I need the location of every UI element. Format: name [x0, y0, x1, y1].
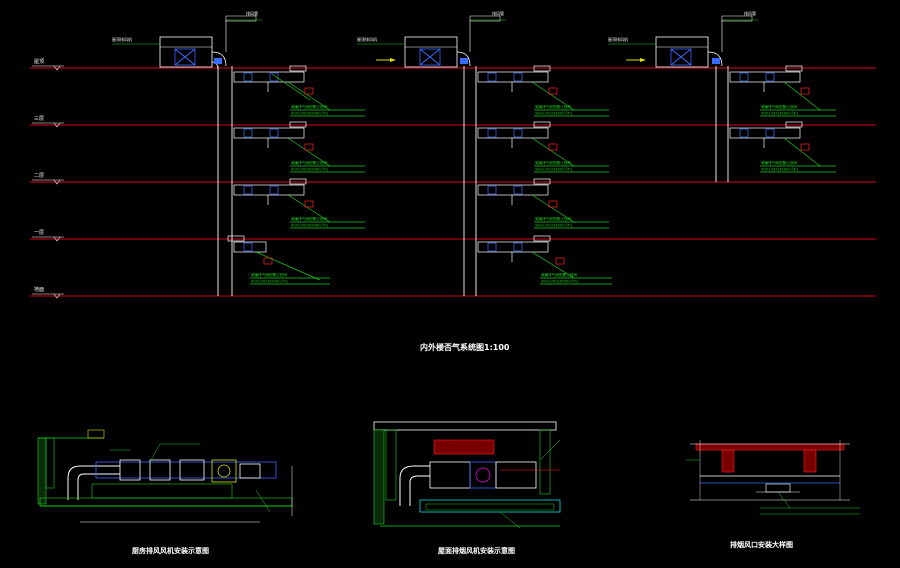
- branch-note: 威廉排气扇配置止回阀: [291, 160, 327, 165]
- branch-note: 威廉排气扇配置止回阀: [541, 272, 577, 277]
- riser-system-2: 屋顶排风机 排风管: [357, 10, 506, 296]
- floor-marker-ground: 地面: [32, 286, 64, 299]
- fan-label: 屋顶排风机: [112, 36, 132, 42]
- detail-roof-smoke-fan: 屋面排烟风机安装示意图: [373, 421, 561, 555]
- detail-smoke-outlet: 排烟风口安装大样图: [686, 440, 860, 549]
- branch-note: 威廉排气扇配置止回阀: [761, 160, 797, 165]
- floor-label-group: 屋顶 三层 二层 一层 地面: [32, 59, 64, 299]
- floor-label: 屋顶: [34, 59, 44, 65]
- floor-label: 二层: [34, 173, 44, 179]
- detail-title: 屋面排烟风机安装示意图: [438, 546, 515, 555]
- fan-icon: [217, 464, 231, 478]
- branch-1f: 威廉排气扇配置止回阀 900×250(3500m³/h): [477, 235, 612, 285]
- floor-label: 一层: [34, 230, 44, 236]
- branch-note: 900×250(3500m³/h): [761, 112, 799, 116]
- detail-kitchen-fan: 厨房排风风机安装示意图: [37, 429, 293, 555]
- branch-roof: 威廉排气扇配置止回阀 900×250(3500m³/h): [477, 65, 609, 117]
- branch-note: 900×250(3500m³/h): [291, 112, 329, 116]
- floor-marker-2: 二层: [32, 173, 64, 185]
- branch-note: 900×250(3500m³/h): [251, 280, 289, 284]
- floor-marker-3: 三层: [32, 116, 64, 128]
- branch-note: 900×250(3500m³/h): [535, 112, 573, 116]
- detail-title: 厨房排风风机安装示意图: [132, 546, 209, 555]
- floor-marker-roof: 屋顶: [32, 59, 64, 71]
- fan-icon: [475, 467, 491, 483]
- floor-marker-1: 一层: [32, 230, 64, 242]
- riser-2-branches: 威廉排气扇配置止回阀 900×250(3500m³/h) 威廉排气扇配置止回阀 …: [477, 65, 612, 285]
- branch-note: 900×250(3500m³/h): [535, 168, 573, 172]
- branch-1f: 威廉排气扇配置止回阀 900×250(3500m³/h): [227, 235, 330, 285]
- branch-2f: 威廉排气扇配置止回阀 900×250(3500m³/h): [233, 178, 365, 229]
- branch-note: 威廉排气扇配置止回阀: [291, 216, 327, 221]
- branch-note: 威廉排气扇配置止回阀: [535, 160, 571, 165]
- branch-2f: 威廉排气扇配置止回阀 900×250(3500m³/h): [477, 178, 609, 229]
- fan-icon: [670, 48, 692, 66]
- riser-3-branches: 威廉排气扇配置止回阀 900×250(3500m³/h) 威廉排气扇配置止回阀 …: [729, 65, 836, 173]
- branch-3f: 威廉排气扇配置止回阀 900×250(3500m³/h): [477, 121, 609, 173]
- branch-3f: 威廉排气扇配置止回阀 900×250(3500m³/h): [233, 121, 365, 173]
- branch-note: 900×250(3500m³/h): [291, 168, 329, 172]
- floor-lines: [30, 67, 876, 297]
- branch-note: 威廉排气扇配置止回阀: [535, 104, 571, 109]
- branch-note: 威廉排气扇配置止回阀: [251, 272, 287, 277]
- branch-note: 威廉排气扇配置止回阀: [761, 104, 797, 109]
- branch-3f: 威廉排气扇配置止回阀 900×250(3500m³/h): [729, 121, 836, 173]
- riser-system-3: 屋顶排风机 排风管: [608, 10, 758, 182]
- branch-roof: 威廉排气扇配置止回阀 900×250(3500m³/h): [233, 65, 365, 117]
- branch-note: 900×250(3500m³/h): [535, 224, 573, 228]
- main-title: 内外楼否气系统图1:100: [420, 342, 510, 352]
- fan-label: 屋顶排风机: [608, 36, 628, 42]
- detail-title: 排烟风口安装大样图: [730, 540, 793, 549]
- branch-note: 900×250(3500m³/h): [541, 280, 579, 284]
- riser-top-label: 排风管: [246, 10, 258, 16]
- floor-label: 地面: [34, 286, 44, 293]
- fan-icon: [174, 48, 196, 66]
- riser-top-label: 排风管: [492, 10, 504, 16]
- riser-1-branches: 威廉排气扇配置止回阀 900×250(3500m³/h) 威廉排气扇配置止回阀 …: [227, 65, 365, 285]
- fan-label: 屋顶排风机: [357, 36, 377, 42]
- riser-system-1: 屋顶排风机 排风管: [112, 10, 262, 296]
- branch-roof: 威廉排气扇配置止回阀 900×250(3500m³/h): [729, 65, 836, 117]
- branch-note: 威廉排气扇配置止回阀: [291, 104, 327, 109]
- floor-label: 三层: [34, 116, 44, 122]
- branch-note: 威廉排气扇配置止回阀: [535, 216, 571, 221]
- branch-note: 900×250(3500m³/h): [291, 224, 329, 228]
- fan-icon: [419, 48, 441, 66]
- branch-note: 900×250(3500m³/h): [761, 168, 799, 172]
- riser-top-label: 排风管: [744, 10, 756, 16]
